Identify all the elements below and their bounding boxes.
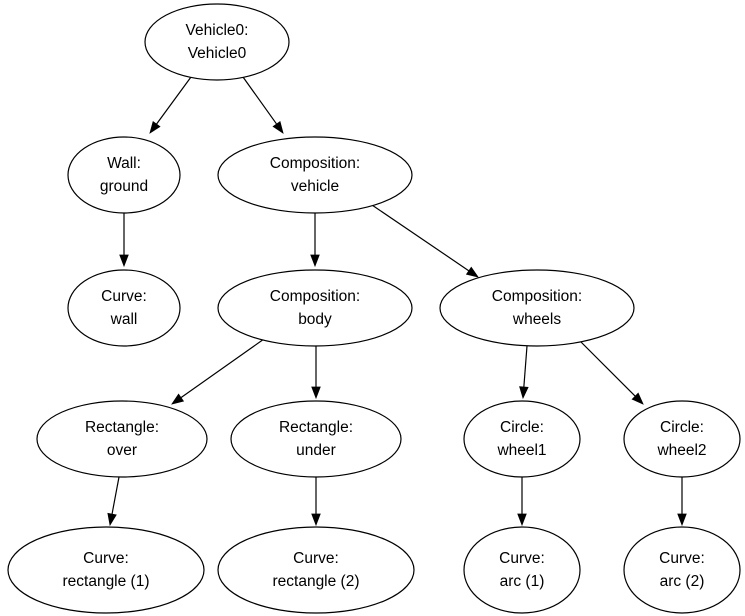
- edge-rectover-to-curverect1: [107, 476, 120, 527]
- edge-line: [180, 338, 265, 399]
- arrowhead-icon: [517, 513, 527, 527]
- arrowhead-icon: [107, 512, 117, 527]
- node-compbody[interactable]: Composition: body: [217, 269, 413, 347]
- node-label-name: rectangle (2): [272, 573, 359, 590]
- arrowhead-icon: [311, 513, 321, 527]
- node-label-type: Curve:: [499, 550, 545, 567]
- node-layer: Vehicle0:Vehicle0Wall:groundComposition:…: [7, 3, 741, 614]
- arrowhead-icon: [677, 513, 687, 527]
- node-label-name: ground: [100, 178, 148, 195]
- node-shape-ellipse[interactable]: [623, 400, 741, 478]
- node-label-type: Composition:: [270, 288, 360, 305]
- node-shape-ellipse[interactable]: [463, 526, 581, 614]
- node-label-name: wheel2: [656, 442, 706, 459]
- edge-line: [523, 345, 528, 388]
- node-label-name: wall: [110, 311, 138, 328]
- node-shape-ellipse[interactable]: [67, 269, 181, 347]
- node-label-name: over: [107, 442, 137, 459]
- edge-line: [368, 202, 470, 272]
- edge-compvehicle-to-compwheels: [368, 202, 479, 278]
- node-label-type: Circle:: [660, 419, 704, 436]
- node-label-name: vehicle: [291, 178, 339, 195]
- arrowhead-icon: [311, 386, 321, 400]
- edge-rectunder-to-curverect2: [311, 477, 321, 527]
- arrowhead-icon: [119, 254, 129, 268]
- node-label-name: arc (1): [500, 573, 545, 590]
- node-label-name: body: [298, 311, 332, 328]
- edge-line: [156, 76, 192, 125]
- node-label-type: Curve:: [659, 550, 705, 567]
- node-curverect2[interactable]: Curve: rectangle (2): [217, 526, 415, 614]
- node-label-name: arc (2): [660, 573, 705, 590]
- node-label-type: Rectangle:: [85, 419, 159, 436]
- node-shape-ellipse[interactable]: [439, 269, 635, 347]
- node-curvearc1[interactable]: Curve: arc (1): [463, 526, 581, 614]
- node-label-type: Vehicle0:: [186, 22, 249, 39]
- node-label-name: rectangle (1): [62, 573, 149, 590]
- node-shape-ellipse[interactable]: [623, 526, 741, 614]
- edge-line: [242, 76, 278, 125]
- node-label-type: Rectangle:: [279, 419, 353, 436]
- node-label-name: Vehicle0: [188, 45, 247, 62]
- node-shape-ellipse[interactable]: [230, 400, 402, 478]
- arrowhead-icon: [149, 120, 161, 134]
- node-label-type: Curve:: [101, 288, 147, 305]
- node-label-type: Curve:: [83, 550, 129, 567]
- node-label-type: Curve:: [293, 550, 339, 567]
- node-rectover[interactable]: Rectangle: over: [36, 400, 208, 478]
- node-shape-ellipse[interactable]: [463, 400, 581, 478]
- node-rectunder[interactable]: Rectangle: under: [230, 400, 402, 478]
- edge-circwheel1-to-curvearc1: [517, 477, 527, 527]
- node-curvearc2[interactable]: Curve: arc (2): [623, 526, 741, 614]
- edge-line: [577, 338, 636, 397]
- arrowhead-icon: [310, 254, 320, 268]
- node-label-type: Composition:: [492, 288, 582, 305]
- arrowhead-icon: [465, 266, 479, 278]
- edge-compbody-to-rectunder: [311, 346, 321, 400]
- edge-compwheels-to-circwheel2: [577, 338, 644, 405]
- node-compwheels[interactable]: Composition: wheels: [439, 269, 635, 347]
- edge-layer: [107, 76, 687, 527]
- edge-compvehicle-to-compbody: [310, 213, 320, 268]
- node-circwheel2[interactable]: Circle: wheel2: [623, 400, 741, 478]
- edge-compwheels-to-circwheel1: [519, 345, 529, 400]
- edge-compbody-to-rectover: [171, 338, 265, 405]
- node-label-name: wheel1: [496, 442, 546, 459]
- arrowhead-icon: [519, 386, 529, 400]
- node-compvehicle[interactable]: Composition: vehicle: [217, 136, 413, 214]
- node-wall[interactable]: Wall: ground: [67, 136, 181, 214]
- node-shape-ellipse[interactable]: [67, 136, 181, 214]
- arrowhead-icon: [272, 120, 284, 134]
- node-shape-ellipse[interactable]: [7, 526, 205, 614]
- node-curvewall[interactable]: Curve: wall: [67, 269, 181, 347]
- arrowhead-icon: [171, 393, 185, 405]
- edge-line: [111, 476, 120, 515]
- node-label-type: Wall:: [107, 155, 141, 172]
- node-shape-ellipse[interactable]: [217, 136, 413, 214]
- node-curverect1[interactable]: Curve: rectangle (1): [7, 526, 205, 614]
- node-vehicle0[interactable]: Vehicle0: Vehicle0: [144, 3, 290, 81]
- node-shape-ellipse[interactable]: [36, 400, 208, 478]
- node-shape-ellipse[interactable]: [217, 269, 413, 347]
- node-label-name: under: [296, 442, 336, 459]
- edge-wall-to-curvewall: [119, 213, 129, 268]
- node-label-name: wheels: [512, 311, 561, 328]
- node-shape-ellipse[interactable]: [144, 3, 290, 81]
- node-shape-ellipse[interactable]: [217, 526, 415, 614]
- node-circwheel1[interactable]: Circle: wheel1: [463, 400, 581, 478]
- edge-circwheel2-to-curvearc2: [677, 477, 687, 527]
- edge-vehicle0-to-wall: [149, 76, 192, 134]
- arrowhead-icon: [631, 392, 644, 405]
- edge-vehicle0-to-compvehicle: [242, 76, 284, 134]
- node-label-type: Circle:: [500, 419, 544, 436]
- node-label-type: Composition:: [270, 155, 360, 172]
